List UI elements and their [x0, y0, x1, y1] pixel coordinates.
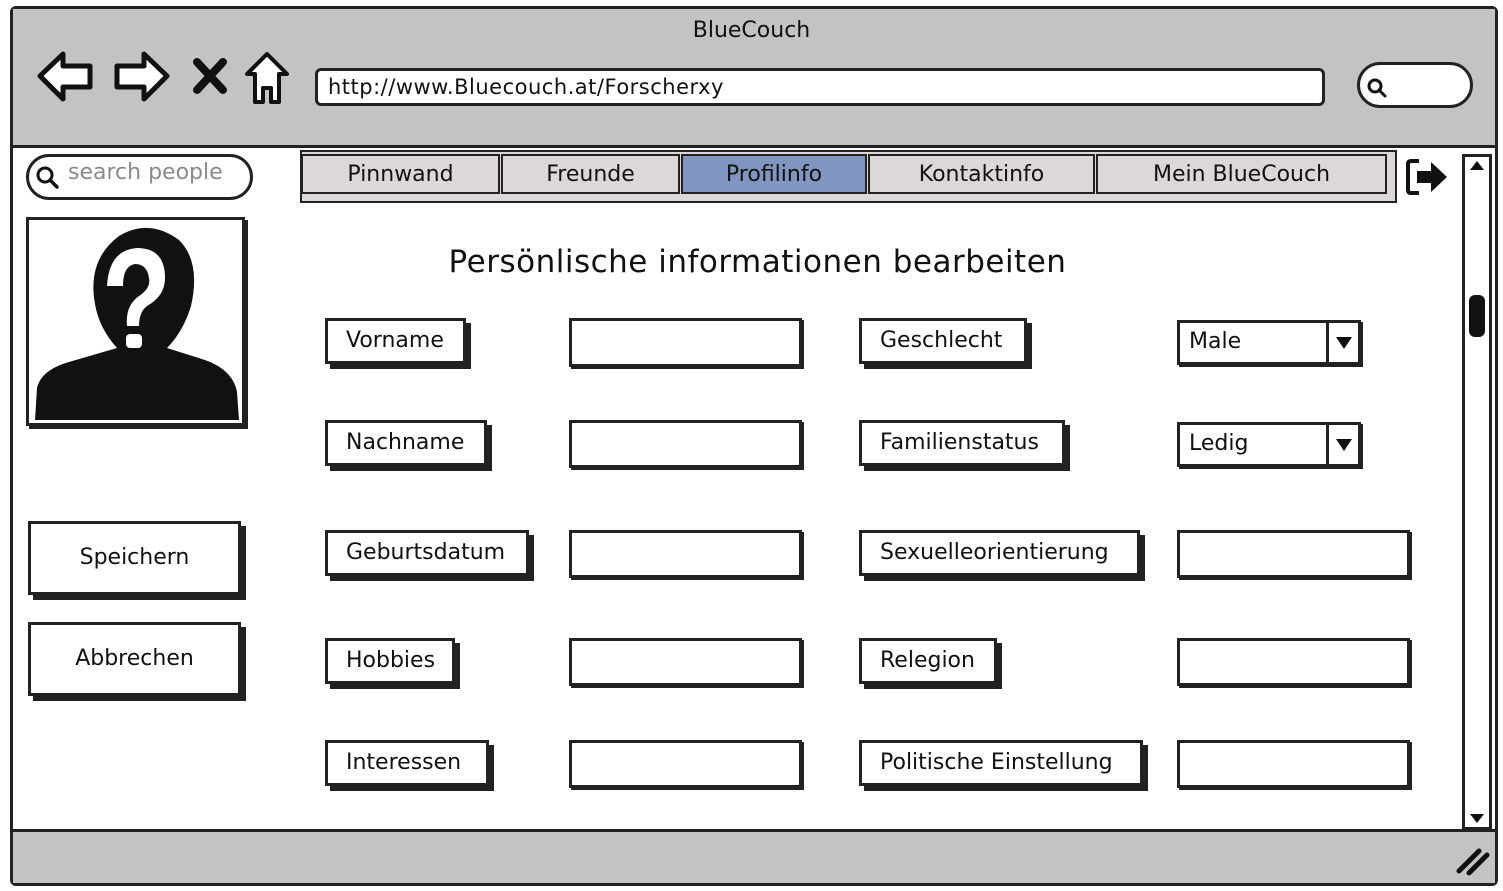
geburtsdatum-field[interactable]	[569, 530, 802, 578]
geschlecht-value: Male	[1189, 329, 1242, 354]
label-nachname: Nachname	[325, 420, 487, 466]
geschlecht-select[interactable]: Male	[1177, 320, 1361, 365]
scroll-down-icon[interactable]	[1468, 812, 1486, 826]
scroll-up-icon[interactable]	[1468, 158, 1486, 172]
label-geschlecht: Geschlecht	[859, 318, 1027, 364]
label-vorname: Vorname	[325, 318, 466, 364]
vorname-field[interactable]	[569, 318, 802, 367]
relegion-field[interactable]	[1177, 638, 1410, 686]
label-familienstatus: Familienstatus	[859, 420, 1065, 466]
label-relegion: Relegion	[859, 638, 997, 684]
cancel-button[interactable]: Abbrechen	[28, 622, 241, 696]
resize-grip-icon[interactable]	[1455, 845, 1491, 877]
label-hobbies: Hobbies	[325, 638, 455, 684]
logout-icon[interactable]	[1405, 157, 1451, 197]
page-title: Persönlische informationen bearbeiten	[448, 244, 1067, 280]
tab-freunde[interactable]: Freunde	[501, 154, 680, 194]
nachname-field[interactable]	[569, 420, 802, 468]
familienstatus-value: Ledig	[1189, 431, 1249, 456]
label-sexuelleorientierung: Sexuelleorientierung	[859, 530, 1140, 576]
chevron-down-icon[interactable]	[1326, 323, 1358, 362]
sexuelleorientierung-field[interactable]	[1177, 530, 1410, 578]
vertical-scrollbar[interactable]	[1462, 154, 1492, 830]
people-search-input[interactable]	[26, 154, 253, 200]
save-button[interactable]: Speichern	[28, 521, 241, 595]
close-icon[interactable]	[193, 58, 227, 94]
interessen-field[interactable]	[569, 740, 802, 788]
label-politische-einstellung: Politische Einstellung	[859, 740, 1143, 786]
user-unknown-icon	[35, 227, 239, 420]
scrollbar-thumb[interactable]	[1469, 295, 1485, 337]
home-icon[interactable]	[243, 50, 291, 106]
web-search-field[interactable]	[1357, 62, 1473, 108]
status-bar	[13, 829, 1495, 883]
search-icon	[1367, 78, 1387, 98]
window-title: BlueCouch	[692, 18, 811, 43]
address-bar[interactable]: http://www.Bluecouch.at/Forscherxy	[315, 68, 1325, 106]
tab-kontaktinfo[interactable]: Kontaktinfo	[868, 154, 1095, 194]
forward-arrow-icon[interactable]	[111, 50, 171, 104]
familienstatus-select[interactable]: Ledig	[1177, 422, 1361, 467]
hobbies-field[interactable]	[569, 638, 802, 686]
tab-pinnwand[interactable]: Pinnwand	[301, 154, 500, 194]
search-placeholder: search people	[68, 160, 223, 185]
tab-mein-bluecouch[interactable]: Mein BlueCouch	[1096, 154, 1387, 194]
chevron-down-icon[interactable]	[1326, 425, 1358, 464]
profile-avatar[interactable]	[26, 217, 245, 426]
politische-einstellung-field[interactable]	[1177, 740, 1410, 788]
label-interessen: Interessen	[325, 740, 489, 786]
label-geburtsdatum: Geburtsdatum	[325, 530, 529, 576]
back-arrow-icon[interactable]	[36, 50, 96, 104]
tab-profilinfo[interactable]: Profilinfo	[681, 154, 867, 194]
search-icon	[36, 166, 59, 189]
